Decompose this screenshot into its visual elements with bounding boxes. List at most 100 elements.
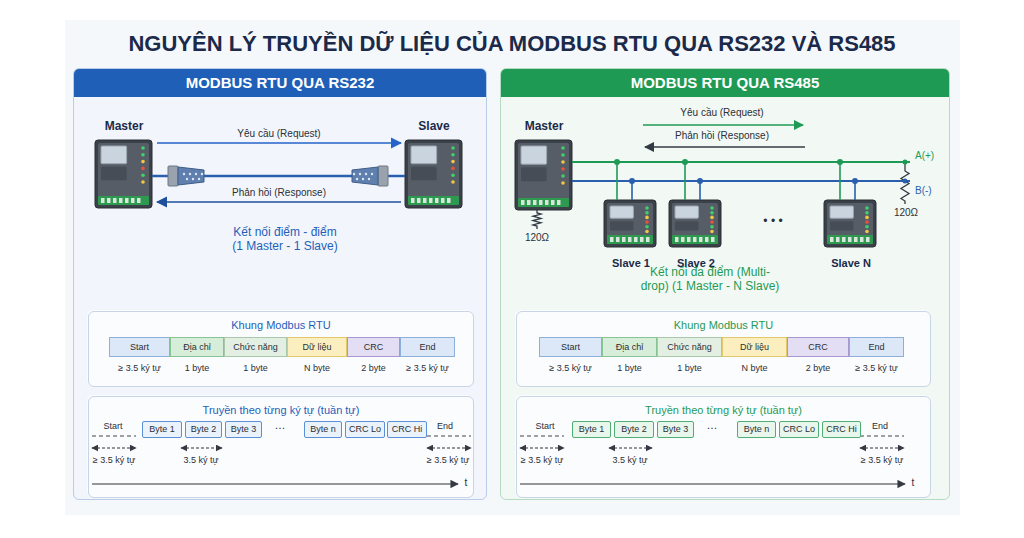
terminal: [423, 198, 427, 203]
terminal: [533, 200, 537, 205]
frame-field: Chức năng1 byte: [224, 337, 287, 357]
response-arrow: [645, 146, 805, 148]
led: [710, 220, 714, 224]
byte-name: Byte 3: [226, 422, 261, 437]
terminal: [539, 200, 543, 205]
field-name: Địa chỉ: [171, 338, 223, 356]
box-title: Truyền theo từng ký tự (tuần tự): [89, 404, 473, 416]
led: [141, 160, 145, 164]
field-size: ≥ 3.5 ký tự: [110, 363, 169, 373]
byte-name: Byte 2: [615, 422, 653, 437]
edge-label: Phản hồi (Response): [230, 187, 328, 199]
box-ground: [515, 395, 930, 497]
junction-dot: [837, 159, 843, 165]
field-size: ≥ 3.5 ký tự: [850, 363, 903, 373]
terminal: [113, 198, 117, 203]
plc-screen: [675, 206, 698, 218]
db9-shell: [378, 166, 388, 186]
pin: [353, 173, 355, 175]
idle-dash: [92, 435, 136, 436]
plc-screen: [830, 206, 853, 218]
device-label: Master: [91, 119, 157, 133]
plc-module: [411, 167, 437, 181]
device-node: Slave N: [821, 197, 881, 269]
led: [865, 211, 869, 215]
text-label: End: [437, 421, 453, 431]
group-box: Khung Modbus RTUStart≥ 3.5 ký tựĐịa chỉ1…: [516, 311, 931, 387]
byte-cell: CRC Lo: [345, 421, 385, 438]
bus-line-a: [572, 161, 910, 163]
terminal: [854, 237, 858, 242]
terminal-strip: [98, 196, 149, 205]
byte-cell: Byte n: [304, 421, 342, 438]
led: [561, 181, 565, 185]
group-box: Truyền theo từng ký tự (tuần tự) Byte 1 By…: [88, 396, 474, 498]
led: [561, 167, 565, 171]
terminal: [628, 237, 632, 242]
terminal: [640, 237, 644, 242]
field-size: 1 byte: [658, 363, 721, 373]
text-label: ≥ 3.5 ký tự: [93, 455, 135, 465]
text-label: Start: [103, 421, 122, 431]
frame-field: End≥ 3.5 ký tự: [400, 337, 455, 357]
byte-name: CRC Lo: [780, 422, 818, 437]
led: [645, 206, 649, 210]
led: [561, 174, 565, 178]
field-size: ≥ 3.5 ký tự: [401, 363, 454, 373]
device-node: Slave: [401, 117, 467, 211]
text-label: Yêu cầu (Request): [680, 107, 763, 119]
junction-dot: [682, 159, 688, 165]
idle-dash: [427, 435, 471, 436]
field-name: Chức năng: [658, 338, 721, 356]
led: [451, 153, 455, 157]
db9-connector: [178, 167, 204, 185]
led: [451, 160, 455, 164]
junction-dot: [614, 159, 620, 165]
plc-device: [515, 140, 572, 210]
terminal: [616, 237, 620, 242]
text-label: ≥ 3.5 ký tự: [427, 455, 469, 465]
resistor-symbol: [901, 168, 909, 204]
byte-cell: Byte 1: [142, 421, 182, 438]
terminal: [866, 237, 870, 242]
terminal: [634, 237, 638, 242]
interval-arrow: [520, 448, 564, 449]
terminal: [119, 198, 123, 203]
request-arrow: [643, 124, 803, 126]
terminal: [610, 237, 614, 242]
text-label: t: [465, 477, 468, 489]
idle-dash: [520, 435, 564, 436]
drop-line-a: [684, 162, 686, 200]
terminal: [848, 237, 852, 242]
device-node: Master: [511, 117, 577, 211]
led: [451, 180, 455, 184]
edge-label: Yêu cầu (Request): [235, 128, 322, 140]
text-label: …: [275, 419, 286, 432]
byte-name: Byte 1: [143, 422, 181, 437]
field-size: N byte: [723, 363, 786, 373]
title: NGUYÊN LÝ TRUYỀN DỮ LIỆU CỦA MODBUS RTU …: [0, 31, 1024, 56]
plc-device: [824, 200, 876, 247]
interval-arrow: [181, 448, 222, 449]
byte-name: Byte n: [738, 422, 775, 437]
frame-field: CRC2 byte: [347, 337, 400, 357]
interval-arrow: [92, 448, 136, 449]
terminal: [137, 198, 141, 203]
frame-field: Start≥ 3.5 ký tự: [109, 337, 170, 357]
byte-name: Byte n: [305, 422, 341, 437]
panel-header: MODBUS RTU QUA RS232: [74, 69, 486, 97]
interval-arrow: [609, 448, 652, 449]
text-label: 120Ω: [894, 207, 918, 219]
field-name: End: [401, 338, 454, 356]
pin: [189, 173, 191, 175]
group-box: Truyền theo từng ký tự (tuần tự)Byte 1By…: [516, 396, 931, 498]
frame-field: Dữ liệuN byte: [287, 337, 347, 357]
terminal: [705, 237, 709, 242]
terminal: [131, 198, 135, 203]
terminal: [557, 200, 561, 205]
led: [710, 216, 714, 220]
byte-name: CRC Hi: [388, 422, 426, 437]
led: [645, 211, 649, 215]
led: [141, 146, 145, 150]
drop-line-a: [839, 162, 841, 200]
